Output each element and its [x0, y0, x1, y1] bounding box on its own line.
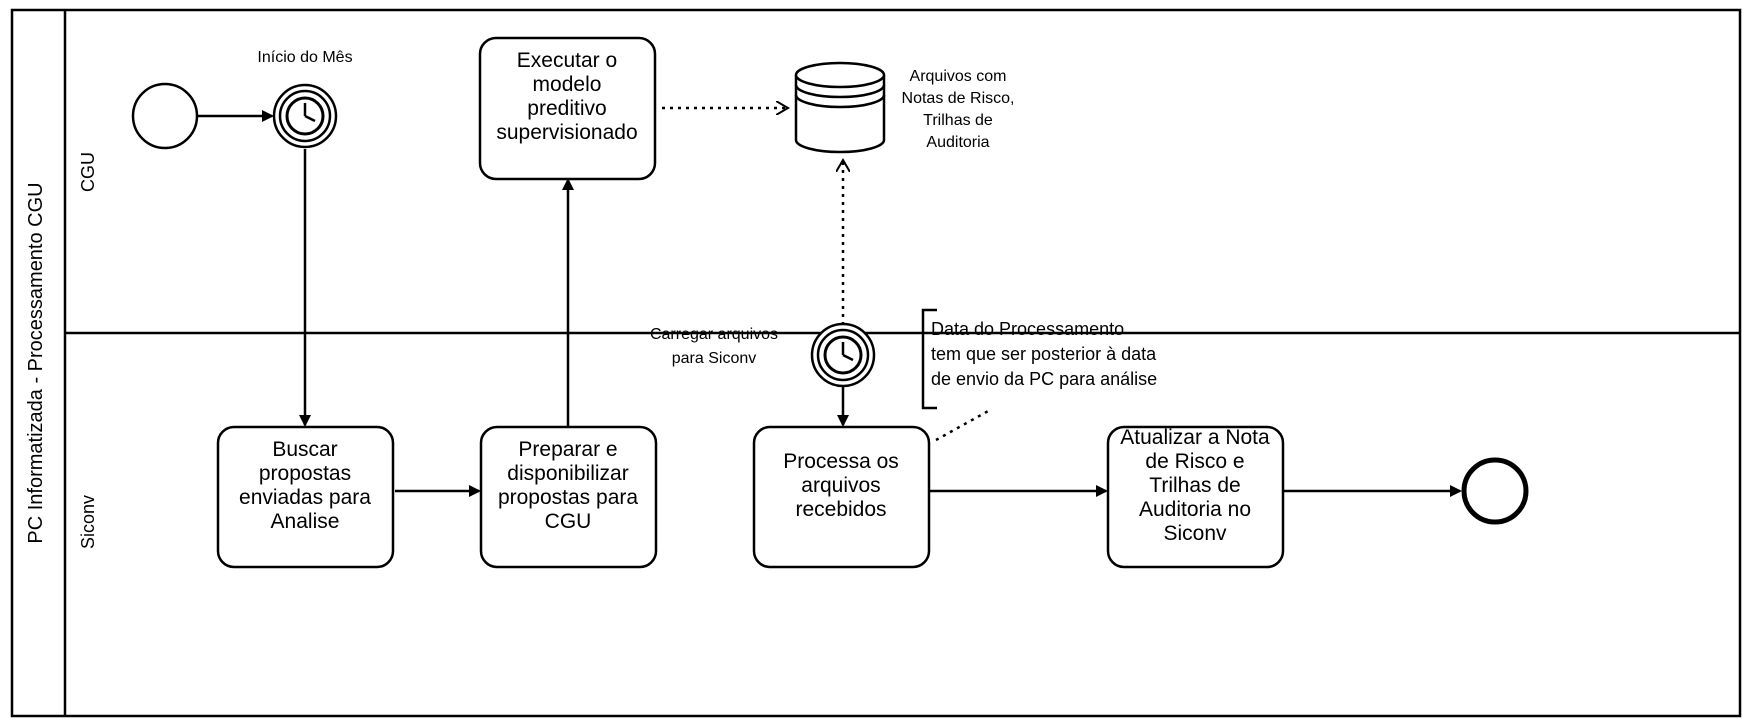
timer-event-inicio-mes[interactable]	[272, 83, 338, 149]
task-atualizar-line-1: Atualizar a Nota	[1120, 426, 1270, 449]
association-annotation[interactable]	[935, 408, 991, 442]
pool: PC Informatizada - Processamento CGU	[10, 8, 1742, 718]
task-atualizar-line-3: Trilhas de	[1149, 474, 1240, 497]
clock-icon	[285, 96, 325, 136]
task-processa-line-3: recebidos	[795, 498, 886, 521]
data-store[interactable]	[794, 61, 886, 154]
task-preparar-line-2: disponibilizar	[507, 462, 628, 485]
timer-label-carregar-2: para Siconv	[672, 350, 757, 367]
task-executar-line-1: Executar o	[517, 49, 617, 72]
task-atualizar[interactable]: Atualizar a Nota de Risco e Trilhas de A…	[1106, 425, 1285, 569]
start-event[interactable]	[131, 82, 199, 150]
task-preparar-line-4: CGU	[545, 510, 592, 533]
task-executar-line-4: supervisionado	[496, 121, 637, 144]
lane-label-siconv: Siconv	[78, 495, 98, 549]
task-atualizar-line-2: de Risco e	[1145, 450, 1244, 473]
clock-icon	[823, 335, 863, 375]
data-associations	[662, 108, 991, 442]
timer-label-carregar-1: Carregar arquivos	[650, 326, 778, 343]
annotation-line-3: de envio da PC para análise	[931, 369, 1157, 389]
lane-siconv: Siconv	[78, 495, 98, 549]
task-preparar-line-1: Preparar e	[518, 438, 617, 461]
text-annotation[interactable]: Data do Processamento tem que ser poster…	[921, 308, 1157, 410]
timer-event-carregar[interactable]	[810, 322, 876, 388]
task-buscar-line-3: enviadas para	[239, 486, 371, 509]
sequence-flows	[197, 110, 1462, 497]
task-buscar-line-1: Buscar	[272, 438, 337, 461]
lane-cgu: CGU	[78, 152, 98, 192]
data-store-label-2: Notas de Risco,	[902, 90, 1015, 107]
data-store-label-3: Trilhas de	[923, 112, 993, 129]
annotation-line-1: Data do Processamento	[931, 319, 1124, 339]
annotation-line-2: tem que ser posterior à data	[931, 344, 1157, 364]
lane-label-cgu: CGU	[78, 152, 98, 192]
task-processa-line-2: arquivos	[801, 474, 880, 497]
task-executar-line-3: preditivo	[527, 97, 606, 120]
task-buscar[interactable]: Buscar propostas enviadas para Analise	[216, 425, 395, 569]
data-store-label-4: Auditoria	[926, 134, 989, 151]
end-event[interactable]	[1461, 457, 1529, 525]
task-processa-line-1: Processa os	[783, 450, 899, 473]
task-atualizar-line-4: Auditoria no	[1139, 498, 1251, 521]
task-executar-line-2: modelo	[533, 73, 602, 96]
task-atualizar-line-5: Siconv	[1163, 522, 1227, 545]
timer-label-inicio-mes: Início do Mês	[257, 49, 352, 66]
pool-label: PC Informatizada - Processamento CGU	[25, 182, 47, 543]
task-processa[interactable]: Processa os arquivos recebidos	[752, 425, 931, 569]
task-buscar-line-2: propostas	[259, 462, 351, 485]
task-preparar[interactable]: Preparar e disponibilizar propostas para…	[479, 425, 658, 569]
task-preparar-line-3: propostas para	[498, 486, 638, 509]
task-buscar-line-4: Analise	[271, 510, 340, 533]
data-store-label-1: Arquivos com	[910, 68, 1007, 85]
task-executar[interactable]: Executar o modelo preditivo supervisiona…	[478, 36, 657, 181]
